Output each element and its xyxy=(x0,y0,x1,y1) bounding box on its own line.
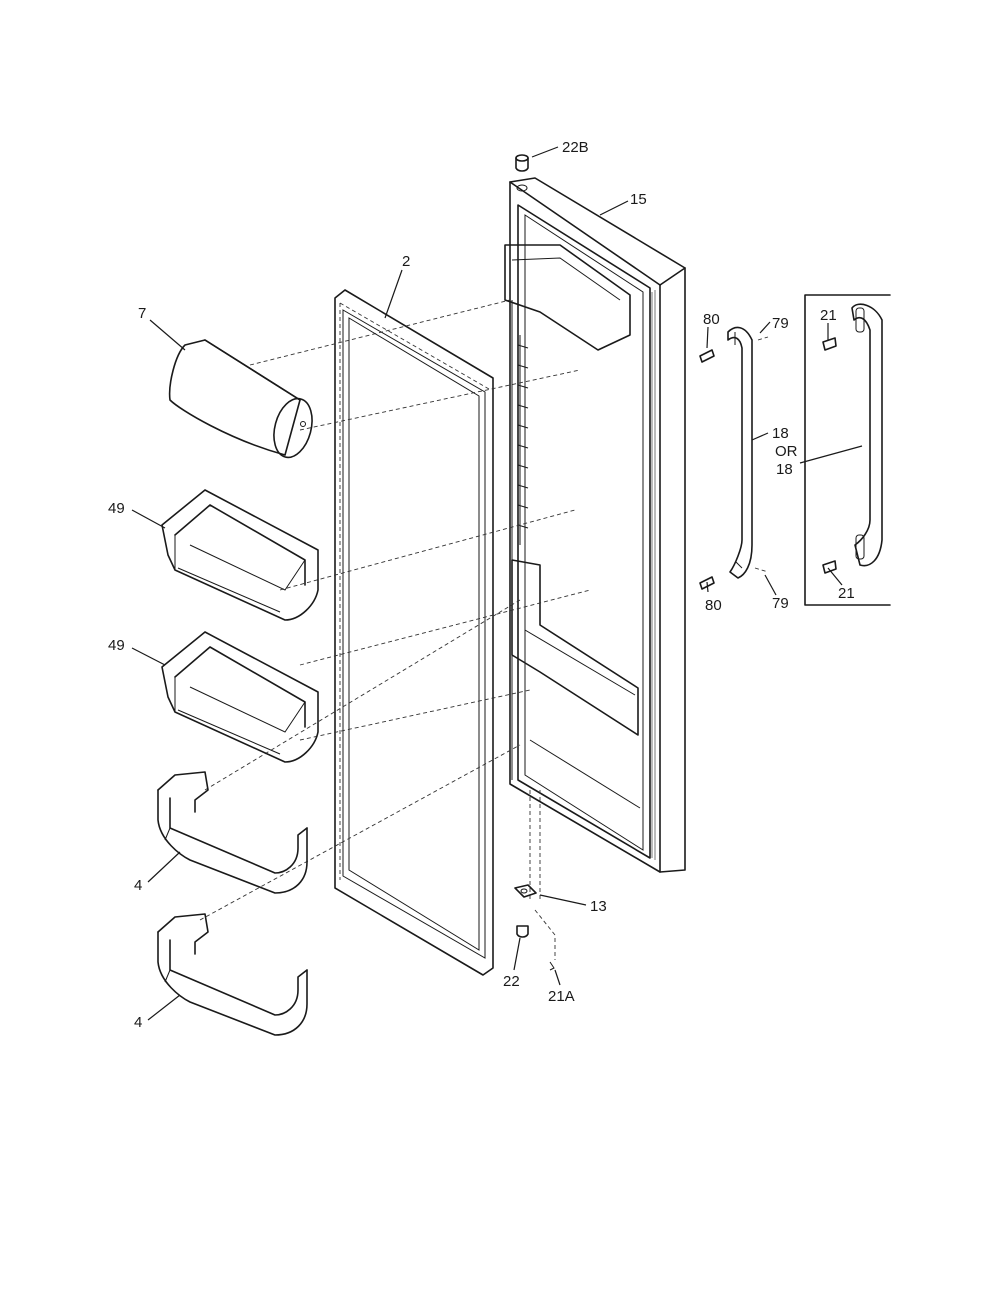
plug-79-bottom xyxy=(754,567,769,573)
screw-80-bottom xyxy=(699,576,715,590)
callout-80-top: 80 xyxy=(703,311,720,328)
callout-4-b: 4 xyxy=(134,1014,142,1031)
callout-49-a: 49 xyxy=(108,500,125,517)
callout-49-b: 49 xyxy=(108,637,125,654)
callout-21a: 21A xyxy=(548,988,575,1005)
screw-80-top xyxy=(699,349,715,363)
hinge-bushing-22 xyxy=(516,925,529,938)
door-gasket xyxy=(334,289,494,976)
door-bin-49-upper xyxy=(161,489,319,621)
door-bin-49-lower xyxy=(161,631,319,763)
callout-7: 7 xyxy=(138,305,146,322)
door-bin-4-upper xyxy=(157,771,308,894)
callout-4-a: 4 xyxy=(134,877,142,894)
callout-21-top: 21 xyxy=(820,307,837,324)
callout-18-b: 18 xyxy=(776,461,793,478)
plug-79-top xyxy=(757,336,769,341)
callout-or: OR xyxy=(775,443,798,460)
leader-lines xyxy=(131,146,863,1021)
shelf-ridge-marks xyxy=(517,344,529,529)
hinge-cap-22b xyxy=(515,154,529,172)
callout-13: 13 xyxy=(590,898,607,915)
callout-79-bottom: 79 xyxy=(772,595,789,612)
water-filter-cylinder xyxy=(168,339,313,459)
alternate-handle-box xyxy=(804,294,891,606)
door-bin-4-lower xyxy=(157,913,308,1036)
door-handle xyxy=(727,326,753,579)
screw-21a xyxy=(549,961,555,971)
callout-18-a: 18 xyxy=(772,425,789,442)
callout-15: 15 xyxy=(630,191,647,208)
callout-22b: 22B xyxy=(562,139,589,156)
callout-80-bottom: 80 xyxy=(705,597,722,614)
projection-lines xyxy=(199,299,591,960)
callout-labels: 22B 15 2 7 80 79 21 18 OR 18 49 49 80 79… xyxy=(108,139,855,1031)
callout-2: 2 xyxy=(402,253,410,270)
hinge-bracket-13 xyxy=(514,884,537,898)
door-assembly xyxy=(504,177,686,873)
callout-21-bottom: 21 xyxy=(838,585,855,602)
callout-79-top: 79 xyxy=(772,315,789,332)
callout-22: 22 xyxy=(503,973,520,990)
